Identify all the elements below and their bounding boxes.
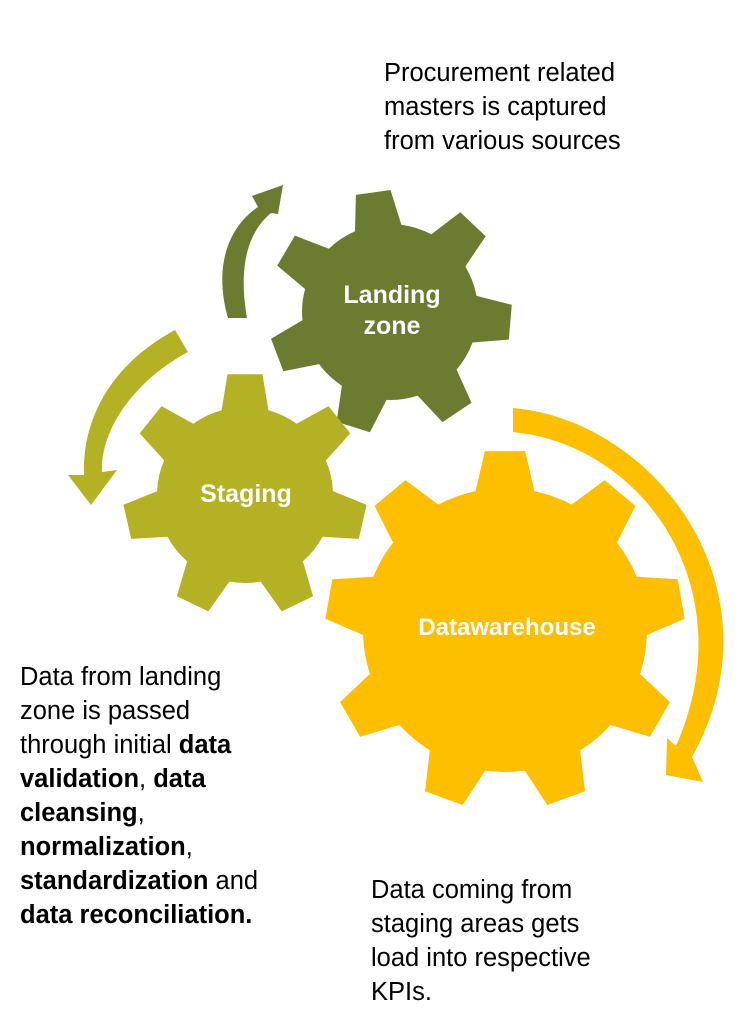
staging-gear [123,374,367,612]
note-line: load into respective [371,944,591,972]
arrow-to-landing-icon [222,185,283,318]
note-line: validation, data [20,762,320,796]
note-line: staging areas gets [371,910,580,938]
note-line: cleansing, [20,796,320,830]
note-line: through initial data [20,728,320,762]
note-bold-text: validation [20,765,140,793]
note-line: zone is passed [20,697,191,725]
note-text: through initial [20,731,179,759]
note-line: Procurement related [384,59,616,87]
staging-gear-label: Staging [200,480,292,508]
arrow-to-staging-icon [68,330,188,505]
datawarehouse-gear [325,451,685,805]
note-line: standardization and [20,864,320,898]
note-line: normalization, [20,830,320,864]
note-line: masters is captured [384,93,607,121]
datawarehouse-gear-label: Datawarehouse [418,614,595,641]
note-bold-text: data [178,731,232,759]
note-bold-text: data reconciliation. [20,901,253,929]
note-text: and [208,867,259,895]
note-bold-text: normalization [20,833,186,861]
note-line: Data from landing [20,663,222,691]
note-bold-text: standardization [20,867,209,895]
note-bold-text: cleansing [20,799,138,827]
landing-gear-label-line2: zone [364,312,421,340]
datawarehouse-description: Data coming from staging areas gets load… [371,873,671,1009]
landing-gear-label-line1: Landing [343,281,440,309]
arrow-to-datawarehouse-icon [513,408,724,782]
note-text: , [137,799,145,827]
note-bold-text: data [153,765,206,793]
note-line: Data coming from [371,876,573,904]
note-text: , [185,833,193,861]
note-line: KPIs. [371,978,432,1006]
note-text: , [139,765,154,793]
staging-description: Data from landing zone is passed through… [20,660,320,932]
landing-zone-description: Procurement related masters is captured … [384,56,724,158]
landing-zone-gear [271,190,512,433]
note-line: data reconciliation. [20,898,320,932]
note-line: from various sources [384,127,621,155]
